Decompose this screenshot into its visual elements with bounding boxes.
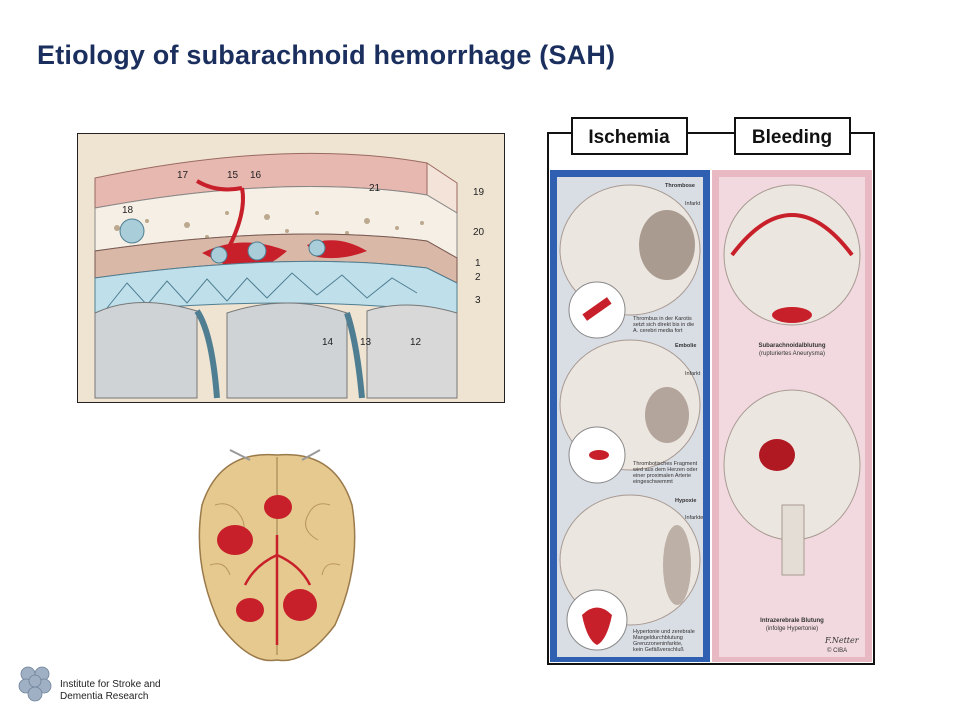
caption-hypoxie-1: Hypertonie und zerebrale bbox=[633, 629, 695, 635]
label-1: 1 bbox=[475, 258, 481, 269]
label-2: 2 bbox=[475, 272, 481, 283]
caption-thrombose: Thrombose bbox=[665, 183, 695, 189]
netter-signature: F.Netter bbox=[824, 636, 860, 645]
institute-line-2: Dementia Research bbox=[60, 691, 149, 702]
label-13: 13 bbox=[360, 337, 372, 348]
caption-icb-title: Intrazerebrale Blutung bbox=[760, 618, 824, 624]
caption-infarkt-1: Infarkt bbox=[685, 201, 701, 207]
institute-line-1: Institute for Stroke and bbox=[60, 679, 161, 690]
brain-logo-icon bbox=[18, 666, 52, 702]
institute-name: Institute for Stroke and Dementia Resear… bbox=[60, 679, 161, 703]
ischemia-header: Ischemia bbox=[588, 127, 670, 148]
caption-infarkte: Infarkte bbox=[685, 515, 703, 521]
meninges-illustration: 17 15 16 21 19 18 20 1 2 3 14 13 12 bbox=[77, 133, 505, 403]
label-20: 20 bbox=[473, 227, 485, 238]
caption-hypoxie-2: Mangeldurchblutung bbox=[633, 635, 683, 641]
label-19: 19 bbox=[473, 187, 485, 198]
label-15: 15 bbox=[227, 170, 239, 181]
caption-hypoxie-3: Grenzzoneninfarkte, bbox=[633, 641, 683, 647]
label-16: 16 bbox=[250, 170, 262, 181]
label-17: 17 bbox=[177, 170, 189, 181]
caption-thrombus-2: setzt sich direkt bis in die bbox=[633, 322, 694, 328]
label-21: 21 bbox=[369, 183, 381, 194]
bleeding-header: Bleeding bbox=[752, 127, 832, 148]
caption-infarkt-2: Infarkt bbox=[685, 371, 701, 377]
caption-embolie-3: einer proximalen Arterie bbox=[633, 473, 691, 479]
ciba-copyright: © CIBA bbox=[827, 647, 847, 654]
caption-thrombus-3: A. cerebri media fort bbox=[633, 328, 683, 334]
caption-sab-title: Subarachnoidalblutung bbox=[759, 343, 826, 349]
label-14: 14 bbox=[322, 337, 334, 348]
label-12: 12 bbox=[410, 337, 422, 348]
brain-base-illustration bbox=[198, 449, 356, 662]
caption-embolie-2: wird aus dem Herzen oder bbox=[632, 467, 698, 473]
slide-title: Etiology of subarachnoid hemorrhage (SAH… bbox=[37, 40, 616, 70]
caption-embolie-4: eingeschwemmt bbox=[633, 479, 673, 485]
caption-hypoxie-4: kein Gefäßverschluß bbox=[633, 647, 684, 653]
caption-icb-sub: (infolge Hypertonie) bbox=[766, 626, 818, 632]
ischemia-bleeding-panel: Ischemia Bleeding Thrombose Infarkt Thro… bbox=[547, 117, 875, 665]
caption-hypoxie: Hypoxie bbox=[675, 498, 696, 504]
caption-sab-sub: (rupturiertes Aneurysma) bbox=[759, 351, 825, 357]
label-3: 3 bbox=[475, 295, 481, 306]
caption-thrombus-1: Thrombus in der Karotis bbox=[633, 316, 692, 322]
footer-branding: Institute for Stroke and Dementia Resear… bbox=[18, 664, 218, 708]
caption-embolie-1: Thrombotisches Fragment bbox=[633, 461, 698, 467]
caption-embolie: Embolie bbox=[675, 343, 696, 349]
label-18: 18 bbox=[122, 205, 134, 216]
